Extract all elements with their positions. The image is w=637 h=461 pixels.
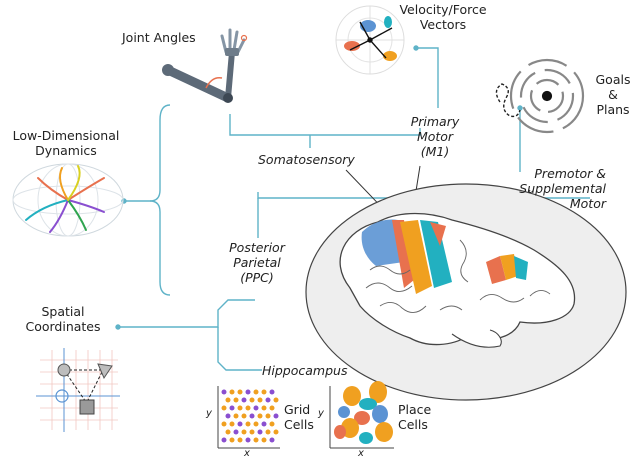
goals-line2: &: [608, 87, 618, 102]
grid-cell-dot: [253, 437, 259, 443]
grid-cell-dot: [233, 429, 239, 435]
primary-motor-line1: Primary: [410, 114, 460, 129]
maze-icon: [495, 58, 585, 134]
grid-cell-dot: [265, 397, 271, 403]
grid-cell-dot: [241, 397, 247, 403]
grid-cell-dot: [229, 421, 235, 427]
spatial-grid-icon: [36, 348, 120, 432]
place-cells-plot: [329, 381, 394, 449]
grid-cells-label: Grid Cells: [284, 402, 314, 432]
spatial-line2: Coordinates: [25, 319, 101, 334]
grid-cell-dot: [257, 397, 263, 403]
grid-cell-dot: [221, 389, 227, 395]
place-cells-label: Place Cells: [398, 402, 431, 432]
velocity-force-label: Velocity/Force Vectors: [388, 2, 498, 32]
grid-cell-dot: [221, 405, 227, 411]
grid-cell-dot: [233, 413, 239, 419]
grid-y-axis-label: y: [206, 408, 212, 419]
grid-cell-dot: [241, 413, 247, 419]
connector-lines: [115, 45, 590, 371]
low-dim-dynamics-label: Low-Dimensional Dynamics: [6, 128, 126, 158]
grid-cell-dot: [225, 413, 231, 419]
brain-illustration: [305, 183, 627, 401]
grid-cell-dot: [269, 421, 275, 427]
grid-cell-dot: [265, 413, 271, 419]
grid-cell-dot: [225, 429, 231, 435]
spatial-coordinates-label: Spatial Coordinates: [18, 304, 108, 334]
ppc-line3: (PPC): [240, 270, 274, 285]
grid-line1: Grid: [284, 402, 311, 417]
grid-cell-dot: [229, 389, 235, 395]
grid-cell-dot: [249, 397, 255, 403]
grid-cell-dot: [257, 413, 263, 419]
grid-cell-dot: [261, 405, 267, 411]
grid-cells-plot: [217, 386, 280, 449]
grid-cell-dot: [225, 397, 231, 403]
grid-cell-dot: [237, 405, 243, 411]
premotor-line3: Motor: [569, 196, 606, 211]
grid-cell-dot: [229, 405, 235, 411]
grid-cell-dot: [241, 429, 247, 435]
grid-line2: Cells: [284, 417, 314, 432]
grid-cell-dot: [229, 437, 235, 443]
low-dim-line2: Dynamics: [35, 143, 97, 158]
somatosensory-label: Somatosensory: [258, 152, 355, 167]
low-dim-line1: Low-Dimensional: [12, 128, 120, 143]
premotor-label: Premotor & Supplemental Motor: [500, 166, 606, 211]
grid-cell-dot: [273, 429, 279, 435]
grid-cell-dot: [269, 389, 275, 395]
place-line2: Cells: [398, 417, 428, 432]
grid-cell-dot: [253, 405, 259, 411]
hippocampus-label: Hippocampus: [262, 363, 348, 378]
vector-field-icon: [335, 5, 405, 75]
grid-cell-dot: [245, 405, 251, 411]
grid-cell-dot: [237, 437, 243, 443]
grid-cell-dot: [245, 389, 251, 395]
grid-cell-dot: [221, 437, 227, 443]
goals-line3: Plans: [596, 102, 630, 117]
premotor-line2: Supplemental: [519, 181, 606, 196]
grid-cell-dot: [261, 437, 267, 443]
place-line1: Place: [398, 402, 432, 417]
grid-cell-dot: [269, 437, 275, 443]
ppc-line1: Posterior: [229, 240, 285, 255]
joint-angles-label: Joint Angles: [122, 30, 196, 45]
grid-cell-dot: [221, 421, 227, 427]
goals-line1: Goals: [595, 72, 631, 87]
grid-cell-dot: [273, 413, 279, 419]
grid-cell-dot: [261, 421, 267, 427]
ppc-label: Posterior Parietal (PPC): [222, 240, 292, 285]
grid-cell-dots: [221, 389, 279, 443]
grid-cell-dot: [261, 389, 267, 395]
premotor-line1: Premotor &: [534, 166, 606, 181]
spatial-line1: Spatial: [41, 304, 85, 319]
grid-cell-dot: [233, 397, 239, 403]
grid-cell-dot: [245, 437, 251, 443]
grid-cell-dot: [257, 429, 263, 435]
velocity-force-line2: Vectors: [419, 17, 467, 32]
grid-cell-dot: [237, 421, 243, 427]
grid-x-axis-label: x: [244, 448, 250, 459]
primary-motor-line2: Motor: [416, 129, 454, 144]
place-y-axis-label: y: [318, 408, 324, 419]
grid-cell-dot: [253, 421, 259, 427]
robot-arm-icon: [162, 28, 248, 103]
place-x-axis-label: x: [358, 448, 364, 459]
grid-cell-dot: [253, 389, 259, 395]
grid-cell-dot: [237, 389, 243, 395]
primary-motor-line3: (M1): [420, 144, 450, 159]
grid-cell-dot: [269, 405, 275, 411]
velocity-force-line1: Velocity/Force: [399, 2, 487, 17]
grid-cell-dot: [245, 421, 251, 427]
dynamics-globe-icon: [12, 163, 124, 237]
grid-cell-dot: [249, 429, 255, 435]
grid-cell-dot: [273, 397, 279, 403]
ppc-line2: Parietal: [233, 255, 281, 270]
grid-cell-dot: [249, 413, 255, 419]
grid-cell-dot: [265, 429, 271, 435]
primary-motor-label: Primary Motor (M1): [400, 114, 470, 159]
goals-plans-label: Goals & Plans: [590, 72, 636, 117]
